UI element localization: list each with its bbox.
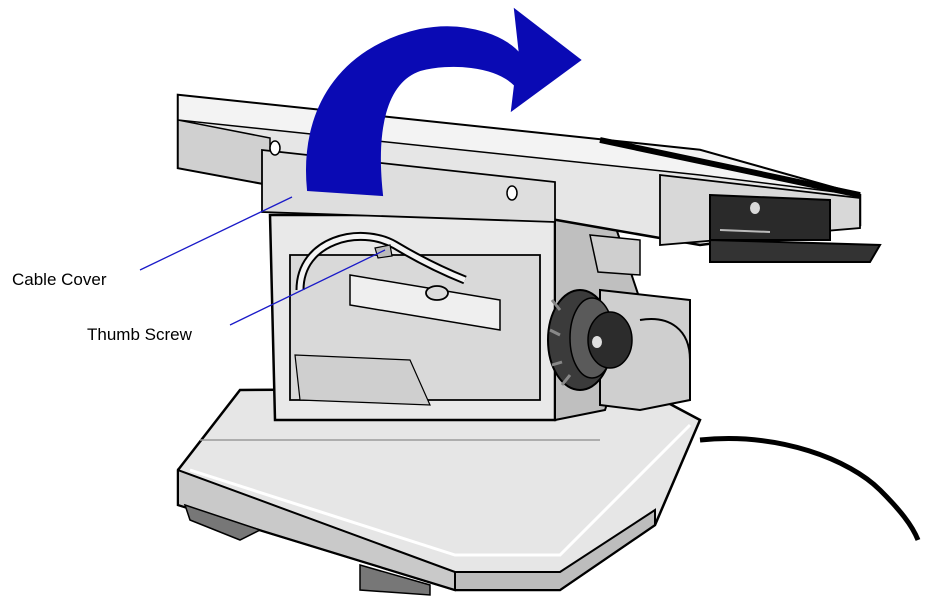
power-cable xyxy=(699,436,921,541)
cable-cover-leader xyxy=(139,196,293,271)
thumb-screw-label: Thumb Screw xyxy=(87,325,192,344)
cable-cover-label: Cable Cover xyxy=(12,270,107,289)
thumb-screw-leader xyxy=(229,249,386,326)
base-plate xyxy=(176,386,702,596)
card-reader xyxy=(709,193,882,263)
thumb-screw-icon xyxy=(425,285,449,301)
curved-arrow-icon xyxy=(306,7,582,197)
tilt-knob-icon xyxy=(547,289,633,391)
